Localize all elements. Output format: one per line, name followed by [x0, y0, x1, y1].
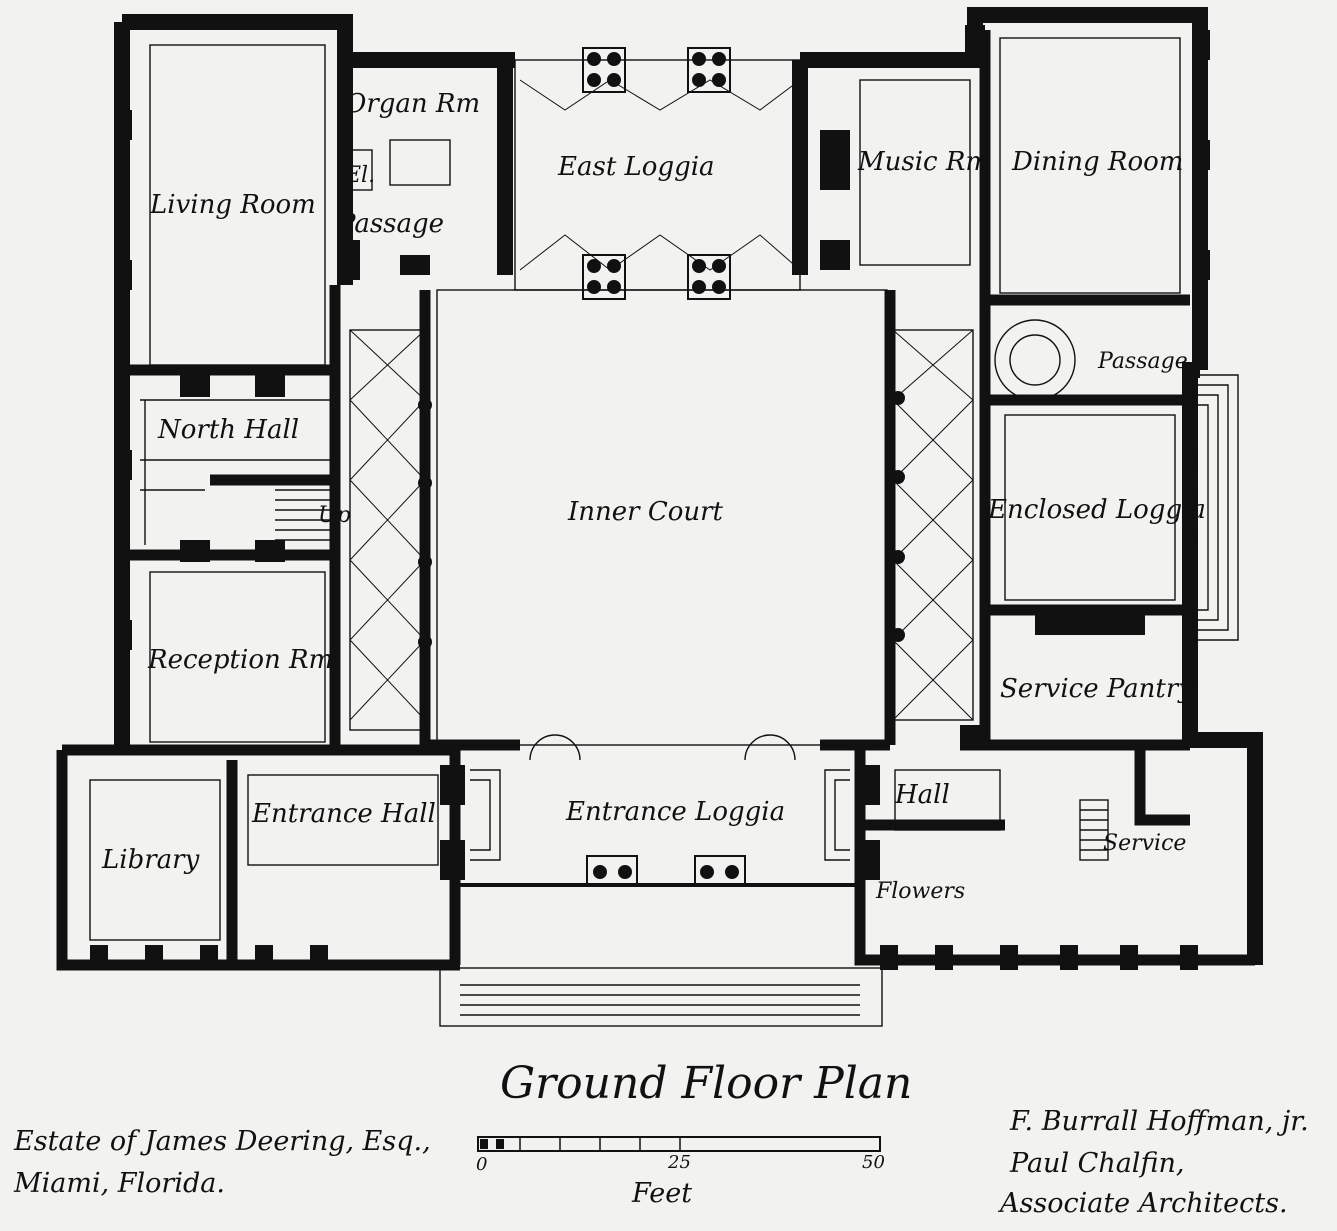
label-service: Service: [1103, 831, 1186, 856]
vault-lines: [349, 79, 974, 721]
label-reception-room: Reception Rm.: [147, 645, 341, 675]
label-passage-east: Passage: [1097, 349, 1188, 374]
piers: [90, 25, 1210, 970]
label-east-loggia: East Loggia: [557, 152, 715, 182]
label-dining-room: Dining Room: [1011, 147, 1183, 177]
label-inner-court: Inner Court: [567, 497, 724, 527]
room-labels: Organ Rm El. Passage Living Room East Lo…: [101, 89, 1206, 904]
label-entrance-loggia: Entrance Loggia: [565, 797, 785, 827]
label-organ-room: Organ Rm: [345, 89, 480, 119]
architects-line-1: F. Burrall Hoffman, jr.: [1009, 1106, 1309, 1137]
label-music-room: Music Rm: [857, 147, 990, 177]
thin-lines: [89, 37, 1239, 1027]
label-enclosed-loggia: Enclosed Loggia: [987, 495, 1206, 525]
label-passage-north: Passage: [337, 209, 444, 239]
estate-line-2: Miami, Florida.: [13, 1168, 225, 1199]
architects-credit: F. Burrall Hoffman, jr. Paul Chalfin, As…: [997, 1106, 1309, 1219]
label-up: Up: [318, 503, 351, 528]
label-flowers: Flowers: [875, 879, 965, 904]
label-library: Library: [101, 845, 200, 875]
label-north-hall: North Hall: [157, 415, 299, 445]
columns: [418, 47, 1198, 887]
estate-credit: Estate of James Deering, Esq., Miami, Fl…: [13, 1126, 431, 1199]
scale-unit-label: Feet: [631, 1178, 692, 1209]
architects-line-3: Associate Architects.: [997, 1188, 1288, 1219]
label-hall: Hall: [894, 780, 950, 810]
scale-tick-25: 25: [667, 1152, 691, 1173]
label-elevator: El.: [344, 163, 375, 188]
label-entrance-hall: Entrance Hall: [251, 799, 436, 829]
label-living-room: Living Room: [149, 190, 316, 220]
scale-bar: 0 25 50 Feet: [476, 1136, 885, 1209]
scale-tick-50: 50: [862, 1152, 885, 1173]
architects-line-2: Paul Chalfin,: [1009, 1148, 1184, 1179]
plan-title: Ground Floor Plan: [500, 1058, 912, 1109]
label-service-pantry: Service Pantry: [1000, 674, 1193, 704]
estate-line-1: Estate of James Deering, Esq.,: [13, 1126, 431, 1157]
scale-tick-0: 0: [476, 1154, 487, 1175]
service-stair: [1079, 799, 1109, 861]
